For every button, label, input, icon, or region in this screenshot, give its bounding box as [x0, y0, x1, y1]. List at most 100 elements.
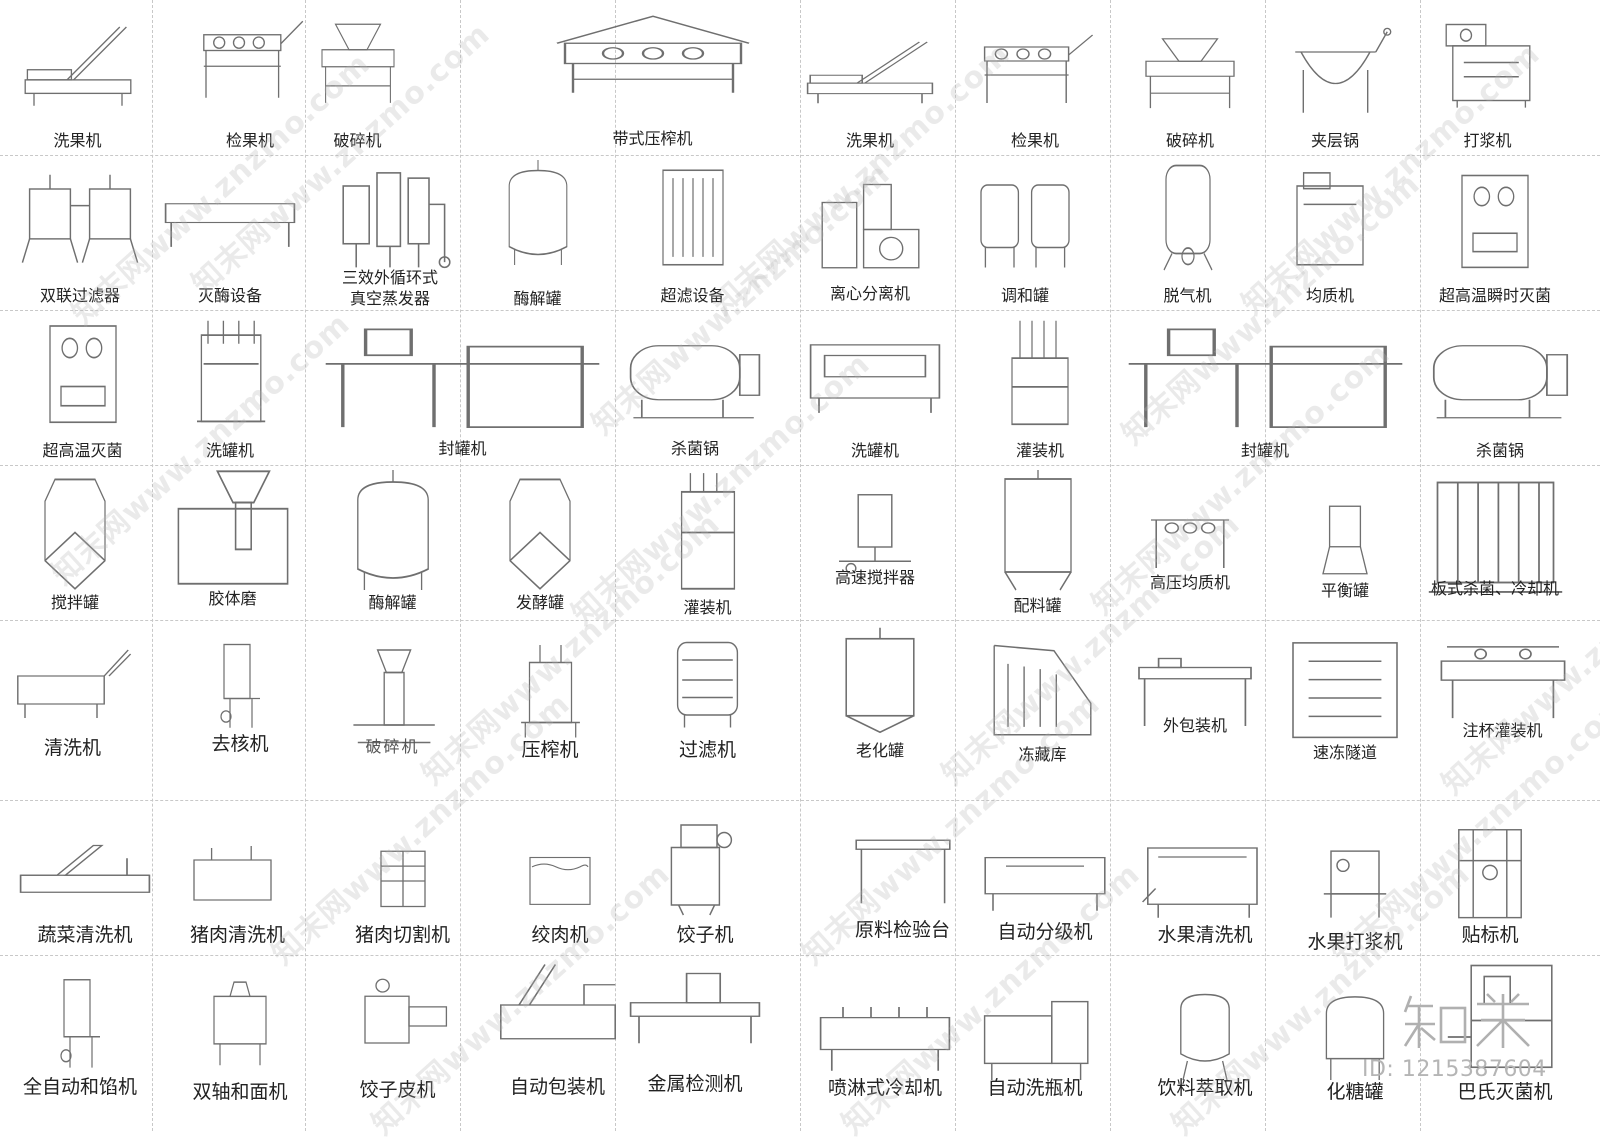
- equipment-label: 清洗机: [43, 737, 101, 759]
- equipment-drawing-sealer-icon: [320, 315, 605, 430]
- equipment-label: 冻藏库: [1018, 745, 1067, 764]
- equipment-drawing-spraycool-icon: [815, 990, 955, 1075]
- equipment-label-line: 真空蒸发器: [349, 289, 430, 308]
- equipment-drawing-kettle-icon: [1278, 25, 1393, 115]
- grid-line-horizontal: [0, 955, 1600, 956]
- equipment-label: 自动分级机: [997, 921, 1093, 943]
- equipment-label: 金属检测机: [647, 1073, 743, 1095]
- grid-line-vertical: [1265, 0, 1266, 1131]
- equipment-drawing-centrifuge-icon: [813, 180, 928, 270]
- equipment-drawing-labeler-icon: [1430, 825, 1550, 920]
- equipment-label: 三效外循环式真空蒸发器: [300, 267, 480, 309]
- equipment-label: 全自动和馅机: [22, 1076, 137, 1098]
- equipment-drawing-pitter-icon: [30, 975, 130, 1070]
- equipment-label: 封罐机: [438, 439, 487, 458]
- equipment-label: 速冻隧道: [1312, 743, 1377, 762]
- equipment-drawing-fruitpulp-icon: [1295, 825, 1415, 920]
- grid-line-vertical: [1110, 0, 1111, 1131]
- equipment-label: 自动洗瓶机: [987, 1077, 1083, 1099]
- equipment-drawing-veglong-icon: [15, 820, 155, 905]
- equipment-label: 杀菌锅: [1475, 441, 1524, 460]
- grid-line-horizontal: [0, 800, 1600, 801]
- grid-line-vertical: [460, 0, 461, 1131]
- equipment-label: 过滤机: [678, 739, 736, 761]
- equipment-label: 灭酶设备: [197, 286, 262, 305]
- equipment-drawing-twinfilter-icon: [20, 170, 140, 265]
- equipment-drawing-porkwash-icon: [183, 830, 293, 910]
- grid-line-vertical: [955, 0, 956, 1131]
- equipment-label: 高速搅拌器: [834, 568, 915, 587]
- equipment-label: 高压均质机: [1149, 573, 1230, 592]
- equipment-drawing-strainer-icon: [650, 630, 765, 730]
- equipment-label: 巴氏灭菌机: [1457, 1081, 1553, 1103]
- equipment-drawing-kneader-icon: [190, 975, 290, 1070]
- equipment-label: 水果打浆机: [1307, 931, 1403, 953]
- equipment-drawing-press-icon: [498, 640, 603, 740]
- brand-logo: [1403, 990, 1533, 1052]
- equipment-drawing-mincer-icon: [510, 835, 610, 910]
- equipment-drawing-doughsheet-icon: [343, 975, 453, 1060]
- equipment-label: 饺子机: [676, 924, 734, 946]
- equipment-label: 饺子皮机: [359, 1079, 436, 1101]
- equipment-drawing-cutter-icon: [348, 830, 458, 915]
- equipment-label: 猪肉切割机: [354, 924, 450, 946]
- equipment-drawing-table-icon: [160, 185, 300, 260]
- equipment-label: 贴标机: [1461, 924, 1519, 946]
- equipment-drawing-highhomog-icon: [1125, 490, 1255, 570]
- equipment-label-line: 三效外循环式: [341, 268, 438, 287]
- equipment-label: 配料罐: [1013, 596, 1062, 615]
- equipment-label: 调和罐: [1000, 286, 1049, 305]
- equipment-label: 均质机: [1305, 286, 1354, 305]
- equipment-label: 搅拌罐: [50, 593, 99, 612]
- equipment-label: 双联过滤器: [39, 286, 120, 305]
- grid-line-horizontal: [0, 310, 1600, 311]
- equipment-drawing-batchtank-icon: [983, 470, 1093, 591]
- equipment-label: 脱气机: [1163, 286, 1212, 305]
- equipment-drawing-extractor-icon: [1150, 985, 1260, 1081]
- equipment-drawing-retort-icon: [625, 330, 765, 420]
- equipment-drawing-conveyor-icon: [805, 35, 935, 105]
- equipment-drawing-filler-icon: [990, 315, 1090, 430]
- equipment-drawing-tank-icon: [338, 470, 448, 590]
- equipment-drawing-conveyor-icon: [23, 18, 133, 108]
- equipment-drawing-crusher-icon: [313, 20, 403, 105]
- equipment-label: 外包装机: [1162, 716, 1227, 735]
- equipment-label: 化糖罐: [1326, 1081, 1384, 1103]
- equipment-label: 夹层锅: [1310, 131, 1359, 150]
- equipment-drawing-tank-icon: [493, 160, 583, 265]
- equipment-label: 原料检验台: [854, 919, 950, 941]
- equipment-label: 检果机: [1010, 131, 1059, 150]
- equipment-drawing-twintank-icon: [970, 170, 1080, 270]
- equipment-label: 去核机: [211, 733, 269, 755]
- equipment-drawing-uht-icon: [28, 315, 138, 425]
- equipment-label: 离心分离机: [829, 284, 910, 303]
- equipment-drawing-cupfiller-icon: [1433, 635, 1573, 730]
- grid-line-vertical: [305, 0, 306, 1131]
- grid-line-vertical: [1420, 0, 1421, 1131]
- equipment-label: 破碎机: [1165, 131, 1214, 150]
- equipment-label: 超高温瞬时灭菌: [1438, 286, 1551, 305]
- equipment-drawing-stirrer-icon: [815, 490, 935, 585]
- equipment-drawing-autopack-icon: [493, 960, 623, 1050]
- equipment-drawing-evaporator-icon: [325, 165, 455, 270]
- equipment-drawing-washer-icon: [175, 315, 285, 430]
- equipment-label: 注杯灌装机: [1462, 721, 1543, 740]
- equipment-label: 打浆机: [1463, 131, 1512, 150]
- equipment-drawing-homogenizer-icon: [1275, 165, 1385, 270]
- equipment-drawing-deaerator-icon: [1138, 160, 1238, 271]
- equipment-label: 胶体磨: [208, 589, 257, 608]
- equipment-label: 灌装机: [1015, 441, 1064, 460]
- equipment-drawing-agingtank-icon: [815, 625, 945, 735]
- equipment-label: 杀菌锅: [670, 439, 719, 458]
- id-watermark: ID: 1215387604: [1362, 1057, 1547, 1082]
- equipment-label: 洗罐机: [850, 441, 899, 460]
- equipment-drawing-plate-icon: [1423, 470, 1568, 595]
- equipment-drawing-pitter-icon: [190, 640, 290, 730]
- equipment-drawing-uht-icon: [1440, 165, 1550, 270]
- equipment-drawing-freezetunnel-icon: [1280, 635, 1410, 740]
- equipment-label: 洗果机: [53, 131, 102, 150]
- equipment-drawing-sealer-icon: [1123, 315, 1408, 430]
- equipment-label: 平衡罐: [1320, 581, 1369, 600]
- equipment-label: 老化罐: [855, 741, 904, 760]
